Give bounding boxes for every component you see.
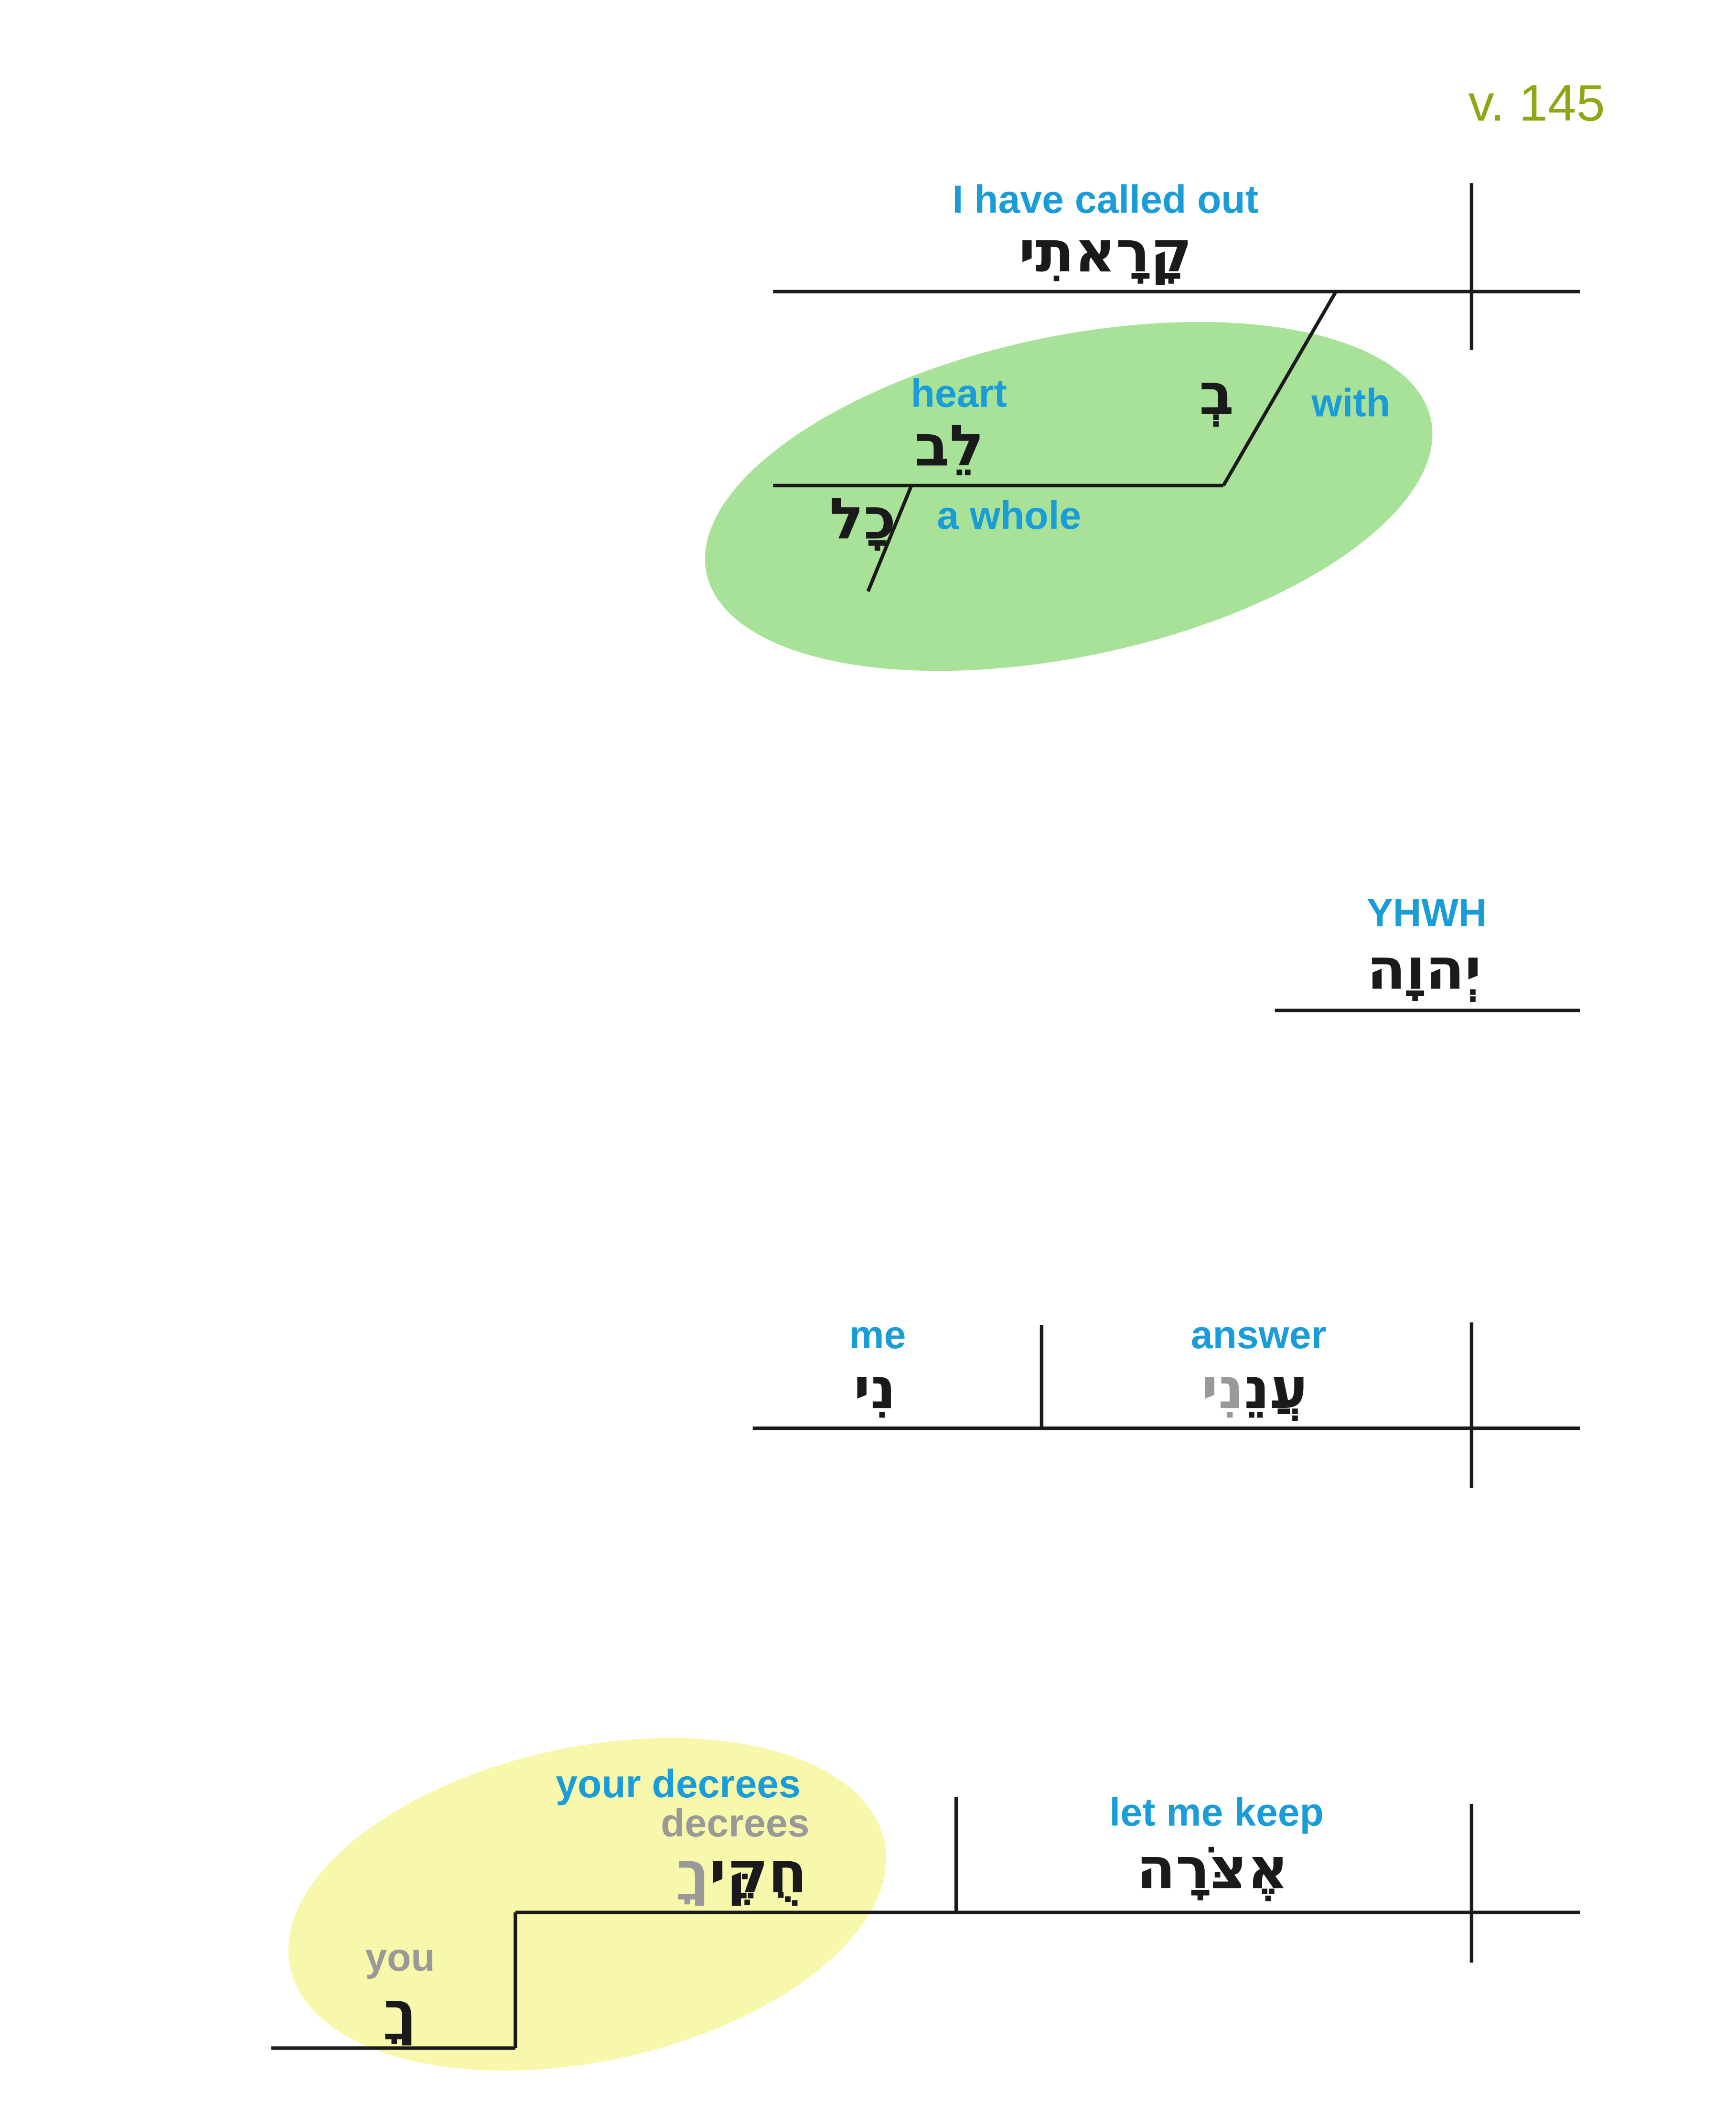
answer-hebrew-suffix: נִי: [1201, 1355, 1244, 1422]
green-ellipse-highlight: [705, 322, 1433, 671]
decrees-hebrew-suffix: ךָ: [676, 1839, 710, 1906]
clause1-verb-hebrew: קָרָאתִי: [1018, 218, 1192, 285]
yellow-ellipse-highlight: [288, 1738, 887, 2071]
whole-hebrew: כָל: [829, 485, 896, 552]
keep-hebrew: אֶצֹּרָה: [1136, 1835, 1289, 1902]
answer-hebrew-stem: עֲנֵ: [1244, 1355, 1308, 1422]
preposition-gloss: with: [1311, 382, 1391, 426]
keep-gloss: let me keep: [1109, 1792, 1324, 1835]
me-gloss: me: [849, 1314, 906, 1358]
vocative-gloss: YHWH: [1366, 892, 1487, 936]
vocative-hebrew: יְהוָה: [1367, 935, 1482, 1003]
answer-gloss: answer: [1190, 1314, 1327, 1358]
preposition-hebrew: בְ: [1199, 361, 1234, 428]
you-hebrew: ךָ: [384, 1979, 417, 2046]
decrees-hebrew-stem: חֻקֶּי: [709, 1839, 807, 1906]
decrees-hebrew: חֻקֶּיךָ: [676, 1839, 807, 1906]
clause1-verb-gloss: I have called out: [952, 179, 1259, 223]
decrees-gloss: decrees: [661, 1803, 810, 1846]
modifier-slant: [866, 484, 913, 592]
your-decrees-gloss: your decrees: [556, 1763, 801, 1807]
preposition-slant: [1222, 290, 1338, 487]
heart-hebrew: לֵב: [914, 412, 984, 479]
you-gloss: you: [365, 1937, 435, 1981]
me-hebrew: נִי: [853, 1355, 896, 1422]
answer-hebrew: עֲנֵנִי: [1201, 1355, 1308, 1422]
whole-gloss: a whole: [937, 495, 1082, 539]
heart-gloss: heart: [911, 373, 1007, 417]
verse-label: v. 145: [1468, 75, 1605, 133]
